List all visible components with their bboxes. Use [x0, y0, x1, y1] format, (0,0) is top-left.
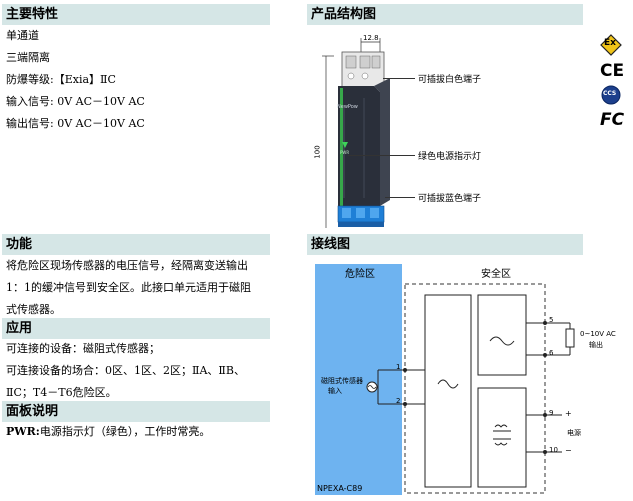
model-label: NPEXA-C89	[317, 484, 363, 493]
terminal-10: 10	[549, 446, 558, 454]
pwr-text: 电源指示灯（绿色），工作时常亮。	[39, 425, 211, 438]
ex-mark: Ex	[604, 38, 616, 48]
terminal-1: 1	[396, 363, 401, 371]
function-line: 1：1的缓冲信号到安全区。此接口单元适用于磁阻	[6, 281, 251, 294]
features-header: 主要特性	[2, 4, 270, 25]
output-label: 输出	[589, 341, 603, 349]
function-header: 功能	[2, 234, 270, 255]
feature-item: 三端隔离	[6, 51, 50, 64]
safe-zone-label: 安全区	[481, 269, 511, 280]
device-led-label: PWR	[340, 150, 350, 155]
width-dimension: 12.8	[363, 34, 379, 42]
label-led: 绿色电源指示灯	[418, 152, 482, 162]
ex-icon: Ex	[600, 34, 622, 56]
application-line: ⅡC；T4－T6危险区。	[6, 386, 117, 399]
leader-led	[348, 155, 415, 156]
application-line: 可连接设备的场合：0区、1区、2区；ⅡA、ⅡB、	[6, 364, 245, 377]
label-white-terminal: 可插拔白色端子	[418, 75, 482, 85]
wiring-diagram	[312, 263, 630, 497]
terminal-6: 6	[549, 349, 554, 357]
application-header: 应用	[2, 318, 270, 339]
product-drawing	[312, 28, 492, 228]
wiring-svg	[315, 264, 575, 495]
terminal-2: 2	[396, 397, 401, 405]
function-line: 式传感器。	[6, 303, 61, 316]
pwr-key: PWR:	[6, 425, 40, 438]
feature-item: 单通道	[6, 29, 39, 42]
output-range-label: 0~10V AC	[580, 330, 616, 338]
fc-icon: FC	[600, 110, 625, 130]
wiring-header: 接线图	[307, 234, 583, 255]
feature-item: 输入信号: 0V AC－10V AC	[6, 95, 145, 108]
sensor-label: 磁阻式传感器	[321, 377, 363, 385]
power-label: 电源	[567, 429, 581, 437]
terminal-9: 9	[549, 409, 554, 417]
feature-item: 防爆等级:【Exia】ⅡC	[6, 73, 116, 86]
leader-white-terminal	[383, 78, 415, 79]
function-line: 将危险区现场传感器的电压信号，经隔离变送输出	[6, 259, 248, 272]
power-minus: −	[565, 446, 572, 455]
hazard-zone-label: 危险区	[345, 269, 375, 280]
panel-line: PWR:电源指示灯（绿色），工作时常亮。	[6, 425, 210, 439]
label-blue-terminal: 可插拔蓝色端子	[418, 194, 482, 204]
ccs-mark: CCS	[603, 90, 617, 97]
height-dimension: 100	[313, 145, 322, 159]
ccs-icon: CCS	[600, 85, 622, 105]
terminal-5: 5	[549, 316, 554, 324]
device-illustration	[322, 38, 390, 228]
leader-blue-terminal	[385, 197, 415, 198]
panel-header: 面板说明	[2, 401, 270, 422]
ce-icon: CE	[600, 61, 625, 81]
structure-header: 产品结构图	[307, 4, 583, 25]
feature-item: 输出信号: 0V AC－10V AC	[6, 117, 145, 130]
device-brand: NewPow	[337, 104, 358, 110]
sensor-input-label: 输入	[328, 387, 342, 395]
power-plus: +	[565, 409, 572, 418]
application-line: 可连接的设备：磁阻式传感器；	[6, 342, 160, 355]
